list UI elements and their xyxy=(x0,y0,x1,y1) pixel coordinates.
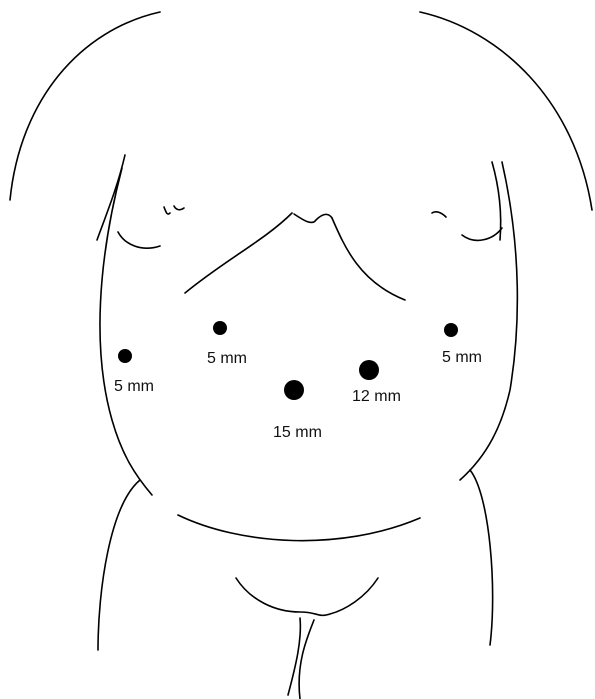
right-costal-margin xyxy=(332,218,405,300)
lower-abdomen-line xyxy=(178,515,420,541)
ports: 5 mm 5 mm 5 mm 15 mm 12 mm xyxy=(114,321,482,441)
genital-right-line xyxy=(299,620,314,699)
port-working-label: 12 mm xyxy=(352,388,401,405)
left-shoulder-line xyxy=(10,12,160,200)
port-right-lateral-label: 5 mm xyxy=(114,378,154,395)
left-torso-side xyxy=(100,168,152,495)
left-nipple xyxy=(164,206,184,214)
groin-line xyxy=(236,578,378,615)
right-armpit-line xyxy=(462,228,502,240)
port-right-upper-dot xyxy=(213,321,227,335)
xiphoid-notch xyxy=(294,214,332,222)
right-arm-line xyxy=(492,162,501,240)
left-arm-line xyxy=(97,155,125,240)
port-left-upper-label: 5 mm xyxy=(442,349,482,366)
right-nipple xyxy=(432,212,446,217)
left-armpit-line xyxy=(118,232,160,248)
port-left-upper-dot xyxy=(444,323,458,337)
right-torso-side xyxy=(460,162,517,480)
port-camera-dot xyxy=(284,380,304,400)
port-right-upper-label: 5 mm xyxy=(207,350,247,367)
left-hip-line xyxy=(98,480,140,650)
port-camera-label: 15 mm xyxy=(273,424,322,441)
port-right-lateral-dot xyxy=(118,349,132,363)
left-costal-margin xyxy=(185,213,292,293)
port-working-dot xyxy=(359,360,379,380)
right-hip-line xyxy=(470,470,493,645)
body-outline xyxy=(10,12,592,699)
